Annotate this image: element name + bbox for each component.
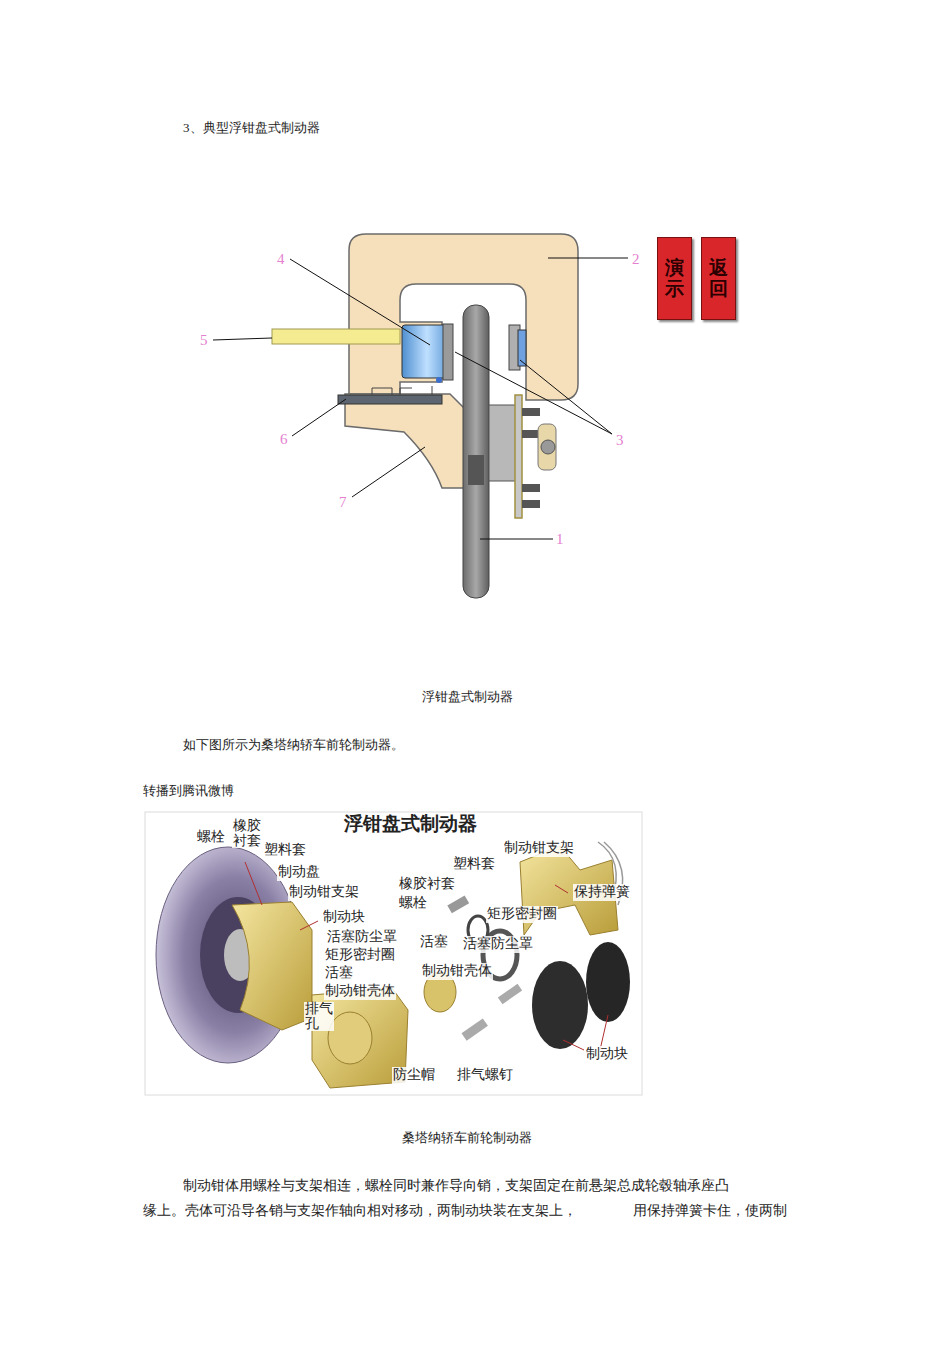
body-text: 如下图所示为桑塔纳轿车前轮制动器。: [183, 737, 404, 753]
part-label: 塑料套: [263, 842, 307, 859]
part-label: 制动块: [322, 909, 366, 926]
part-label: 螺栓: [196, 829, 226, 846]
caliper-section: [213, 234, 628, 598]
share-link: 转播到腾讯微博: [143, 783, 234, 799]
part-label: 活塞: [324, 965, 354, 982]
body-text: 制动钳体用螺栓与支架相连，螺栓同时兼作导向销，支架固定在前悬架总成轮毂轴承座凸: [183, 1178, 729, 1194]
part-label: 制动块: [585, 1046, 629, 1063]
button-text: 返回: [709, 258, 728, 300]
body-text: 用保持弹簧卡住，使两制: [633, 1203, 787, 1219]
callout-number: 5: [200, 331, 208, 349]
part-label: 矩形密封圈: [324, 947, 396, 964]
part-label: 橡胶衬套: [398, 876, 456, 893]
part-label: 防尘帽: [392, 1067, 436, 1084]
part-label: 矩形密封圈: [486, 906, 558, 923]
figure-caption: 浮钳盘式制动器: [422, 689, 513, 705]
button-text: 演示: [665, 258, 684, 300]
part-label: 活塞防尘罩: [462, 936, 534, 953]
body-text: 缘上。壳体可沿导各销与支架作轴向相对移动，两制动块装在支架上，: [143, 1203, 577, 1219]
part-label: 活塞: [419, 934, 449, 951]
part-label: 制动钳支架: [503, 840, 575, 857]
callout-number: 1: [556, 530, 564, 548]
callout-number: 3: [616, 431, 624, 449]
part-label: 排气孔: [304, 1002, 334, 1031]
callout-number: 6: [280, 430, 288, 448]
callout-number: 4: [277, 250, 285, 268]
part-label: 制动钳壳体: [421, 963, 493, 980]
photo-title: 浮钳盘式制动器: [344, 813, 477, 836]
part-label: 制动钳壳体: [324, 983, 396, 1000]
part-label: 制动盘: [277, 864, 321, 881]
button-box: 返回: [701, 237, 736, 320]
part-label: 螺栓: [398, 895, 428, 912]
santana-brake-photo: [145, 812, 642, 1095]
part-label: 排气螺钉: [456, 1067, 514, 1084]
figure-caption: 桑塔纳轿车前轮制动器: [402, 1130, 532, 1146]
button-box: 演示: [657, 237, 692, 320]
part-label: 塑料套: [452, 856, 496, 873]
part-label: 活塞防尘罩: [326, 929, 398, 946]
part-label: 制动钳支架: [288, 884, 360, 901]
callout-number: 2: [632, 250, 640, 268]
callout-number: 7: [339, 493, 347, 511]
part-label: 保持弹簧: [573, 884, 631, 901]
part-label: 橡胶衬套: [232, 819, 262, 848]
section-heading: 3、典型浮钳盘式制动器: [183, 120, 320, 136]
